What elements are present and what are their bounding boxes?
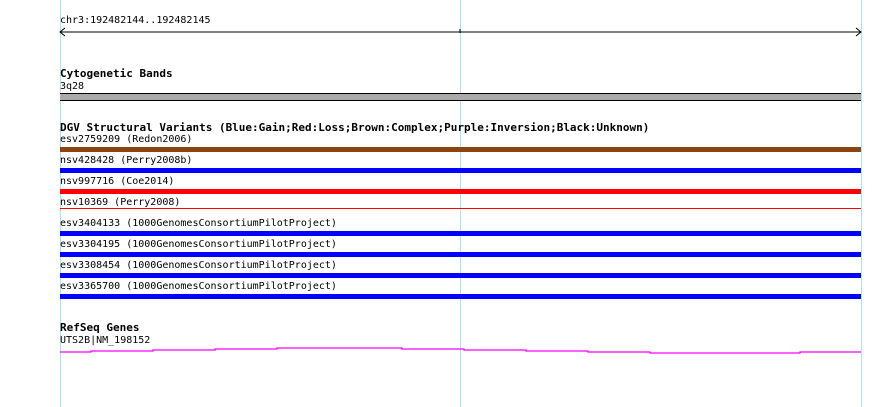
variant-label[interactable]: esv3304195 (1000GenomesConsortiumPilotPr… (60, 239, 337, 250)
cytoband-track-title: Cytogenetic Bands (60, 67, 173, 80)
variant-bar[interactable] (60, 189, 861, 194)
variant-label[interactable]: esv2759209 (Redon2006) (60, 134, 193, 145)
grid-line (460, 0, 461, 407)
variant-label[interactable]: esv3404133 (1000GenomesConsortiumPilotPr… (60, 218, 337, 229)
variant-label[interactable]: nsv10369 (Perry2008) (60, 197, 181, 208)
variant-label[interactable]: nsv428428 (Perry2008b) (60, 155, 193, 166)
cytoband-bar[interactable] (60, 93, 861, 101)
refseq-track-title: RefSeq Genes (60, 321, 140, 334)
variant-bar[interactable] (60, 168, 861, 173)
variant-label[interactable]: esv3365700 (1000GenomesConsortiumPilotPr… (60, 281, 337, 292)
gene-model[interactable] (60, 345, 862, 355)
ruler-arrow (59, 27, 862, 37)
variant-label[interactable]: nsv997716 (Coe2014) (60, 176, 175, 187)
ruler-label: chr3:192482144..192482145 (60, 15, 211, 26)
variant-bar[interactable] (60, 273, 861, 278)
variant-bar[interactable] (60, 147, 861, 152)
grid-line (60, 0, 61, 407)
dgv-track-title: DGV Structural Variants (Blue:Gain;Red:L… (60, 121, 650, 134)
cytoband-label: 3q28 (60, 81, 85, 92)
variant-label[interactable]: esv3308454 (1000GenomesConsortiumPilotPr… (60, 260, 337, 271)
variant-bar[interactable] (60, 252, 861, 257)
gene-label[interactable]: UTS2B|NM_198152 (60, 335, 151, 346)
variant-bar[interactable] (60, 208, 861, 209)
variant-bar[interactable] (60, 231, 861, 236)
grid-line (861, 0, 862, 407)
variant-bar[interactable] (60, 294, 861, 299)
